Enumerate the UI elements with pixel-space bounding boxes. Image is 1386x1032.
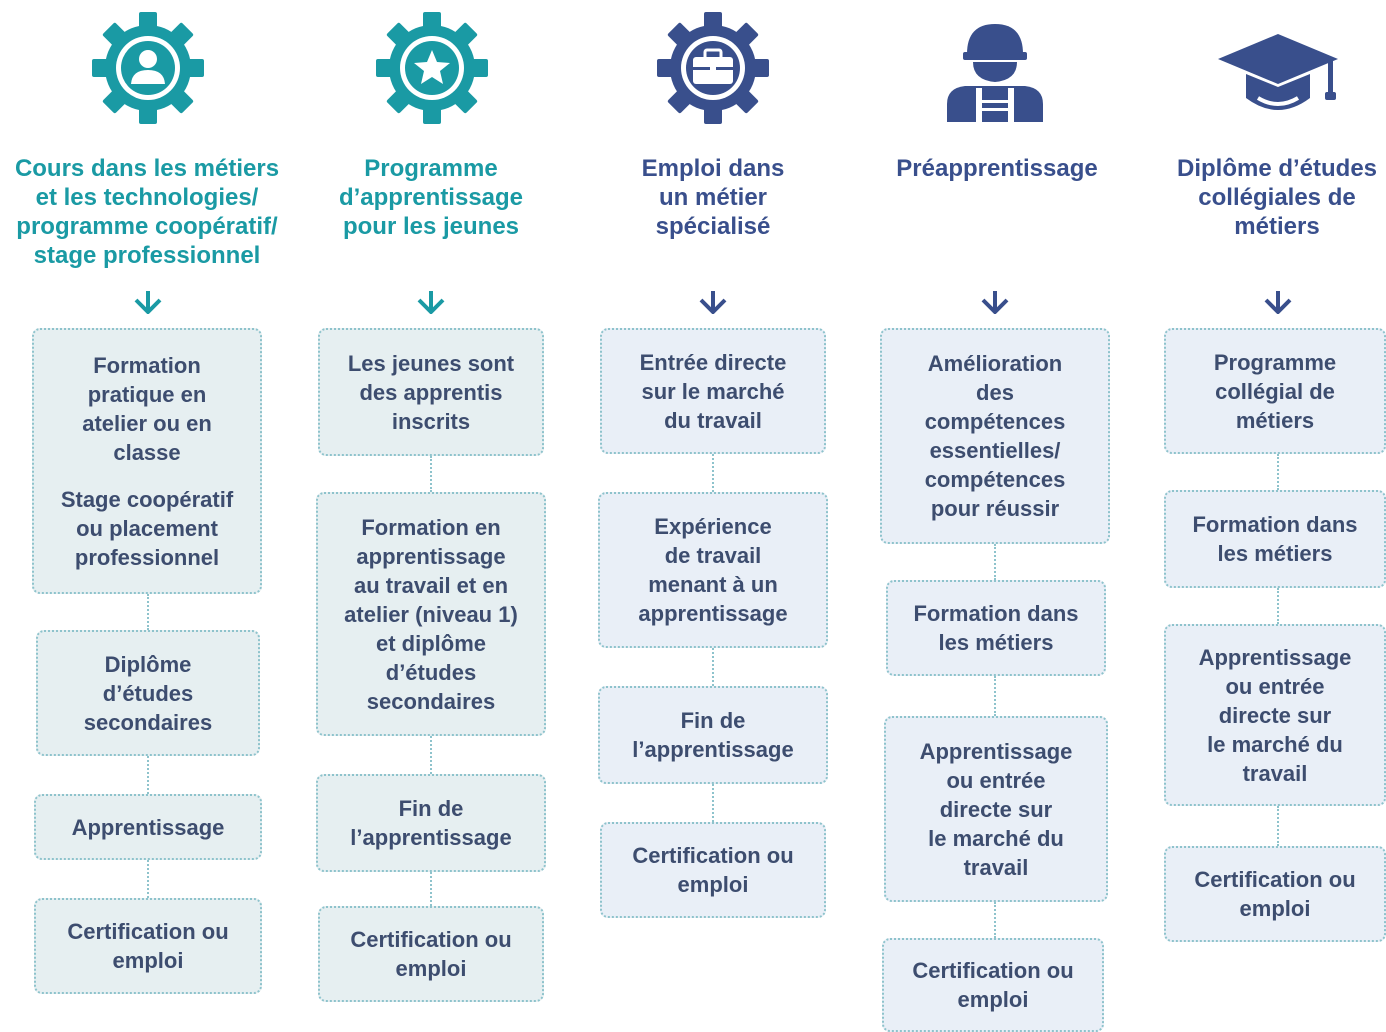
connector — [994, 676, 996, 716]
step-box: Formation dans les métiers — [886, 580, 1106, 676]
step-text: Formation pratique en atelier ou en clas… — [82, 352, 212, 465]
step-text: Diplôme d’études secondaires — [83, 651, 213, 735]
step-text: Certification ou emploi — [912, 958, 1074, 1012]
step-box: Expérience de travail menant à un appren… — [598, 492, 828, 648]
step-text: Fin de l’apprentissage — [350, 796, 512, 850]
step-box: Amélioration des compétences essentielle… — [880, 328, 1110, 544]
step-box: Formation en apprentissage au travail et… — [316, 492, 546, 736]
connector — [1277, 588, 1279, 624]
step-box: Fin de l’apprentissage — [598, 686, 828, 784]
connector — [994, 902, 996, 938]
down-arrow-icon — [134, 291, 162, 314]
worker-hardhat-icon — [947, 24, 1043, 122]
connector — [712, 648, 714, 686]
step-box: Apprentissage ou entrée directe sur le m… — [884, 716, 1108, 902]
down-arrow-icon — [417, 291, 445, 314]
step-box: Formation pratique en atelier ou en clas… — [32, 328, 262, 594]
column-title-5: Diplôme d’études collégiales de métiers — [1176, 155, 1378, 240]
step-box: Certification ou emploi — [600, 822, 826, 918]
step-text: Entrée directe sur le marché du travail — [639, 349, 787, 433]
gear-person-icon — [92, 12, 204, 124]
down-arrow-icon — [981, 291, 1009, 314]
step-box: Certification ou emploi — [882, 938, 1104, 1032]
step-text: Amélioration des compétences essentielle… — [924, 351, 1066, 521]
connector — [994, 544, 996, 580]
step-text: Apprentissage ou entrée directe sur le m… — [1198, 644, 1352, 786]
column-title-1: Cours dans les métiers et les technologi… — [14, 155, 280, 269]
graduation-cap-icon — [1218, 34, 1338, 110]
step-text: Expérience de travail menant à un appren… — [638, 514, 788, 626]
step-text: Fin de l’apprentissage — [632, 708, 794, 762]
step-text: Formation dans les métiers — [1192, 512, 1358, 566]
step-box: Les jeunes sont des apprentis inscrits — [318, 328, 544, 456]
step-text: Certification ou emploi — [67, 919, 229, 973]
connector — [147, 756, 149, 794]
down-arrow-icon — [1264, 291, 1292, 314]
column-title-3: Emploi dans un métier spécialisé — [641, 155, 785, 240]
connector — [712, 454, 714, 492]
down-arrow-icon — [699, 291, 727, 314]
connector — [147, 860, 149, 898]
connector — [712, 784, 714, 822]
step-text: Apprentissage — [71, 814, 225, 840]
connector — [147, 594, 149, 630]
connector — [430, 872, 432, 906]
step-box: Certification ou emploi — [1164, 846, 1386, 942]
gear-briefcase-icon — [657, 12, 769, 124]
step-text: Les jeunes sont des apprentis inscrits — [347, 350, 515, 434]
step-box: Certification ou emploi — [34, 898, 262, 994]
step-text: Apprentissage ou entrée directe sur le m… — [919, 738, 1073, 880]
step-text: Certification ou emploi — [1194, 867, 1356, 921]
connector — [430, 456, 432, 492]
step-box: Formation dans les métiers — [1164, 490, 1386, 588]
column-title-4: Préapprentissage — [896, 155, 1098, 182]
step-text: Formation en apprentissage au travail et… — [344, 514, 518, 714]
connector — [430, 736, 432, 774]
step-box: Certification ou emploi — [318, 906, 544, 1002]
step-text: Certification ou emploi — [350, 927, 512, 981]
step-text: Formation dans les métiers — [913, 601, 1079, 655]
connector — [1277, 806, 1279, 846]
step-text: Stage coopératif ou placement profession… — [60, 486, 234, 570]
step-box: Fin de l’apprentissage — [316, 774, 546, 872]
step-box: Diplôme d’études secondaires — [36, 630, 260, 756]
step-box: Apprentissage — [34, 794, 262, 860]
step-box: Programme collégial de métiers — [1164, 328, 1386, 454]
step-box: Apprentissage ou entrée directe sur le m… — [1164, 624, 1386, 806]
column-title-2: Programme d’apprentissage pour les jeune… — [338, 155, 524, 240]
step-text: Certification ou emploi — [632, 843, 794, 897]
connector — [1277, 454, 1279, 490]
step-box: Entrée directe sur le marché du travail — [600, 328, 826, 454]
step-text: Programme collégial de métiers — [1213, 349, 1337, 433]
gear-star-icon — [376, 12, 488, 124]
